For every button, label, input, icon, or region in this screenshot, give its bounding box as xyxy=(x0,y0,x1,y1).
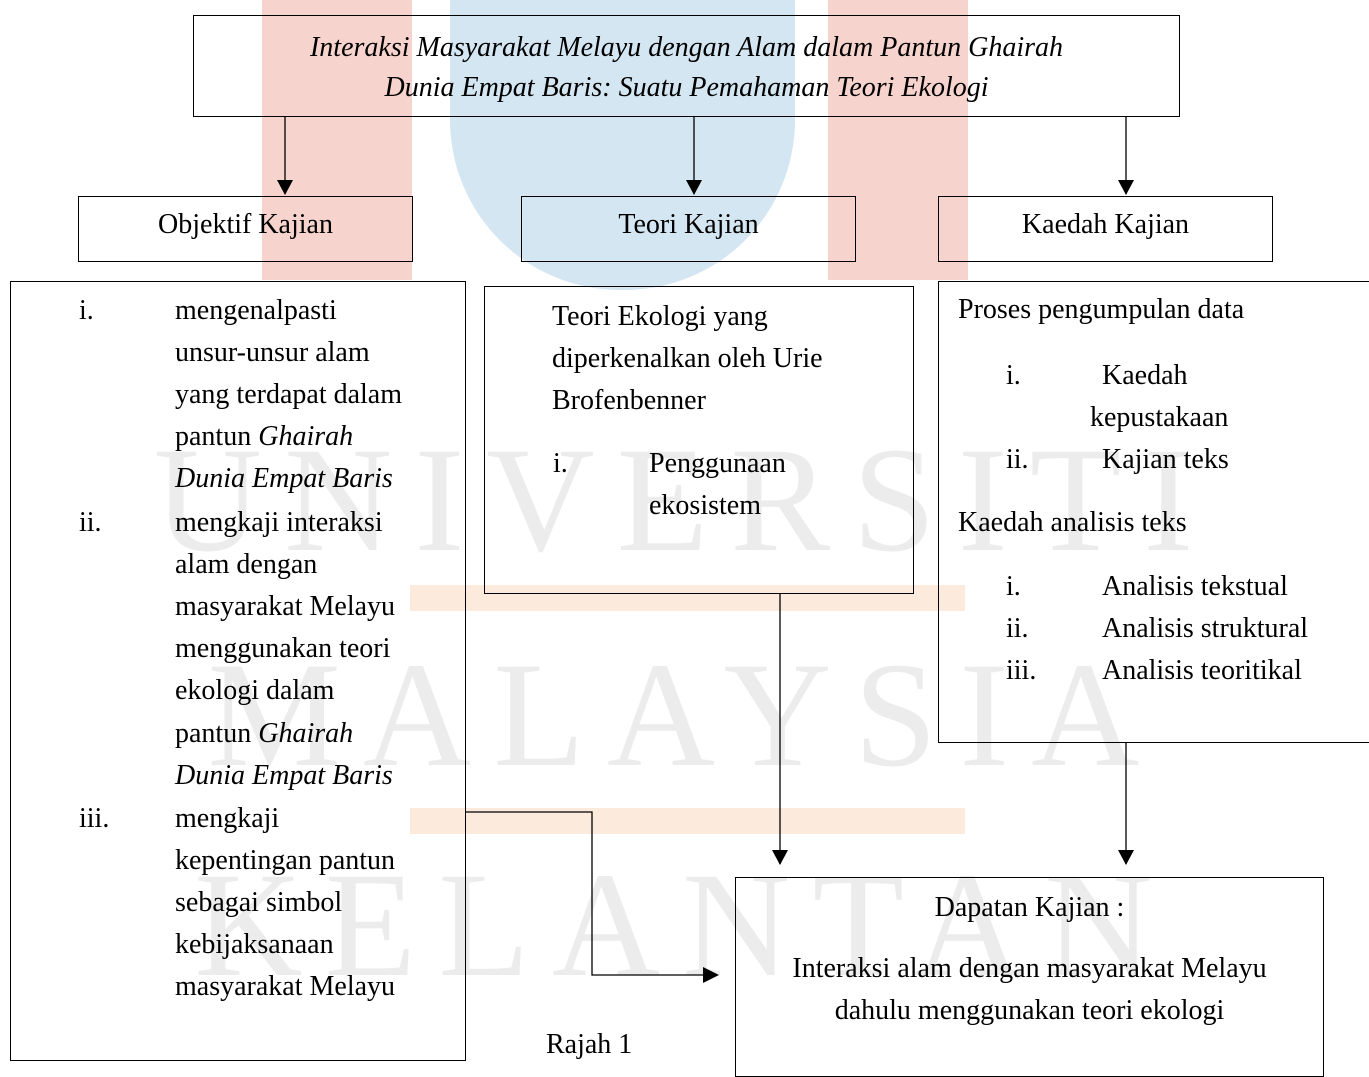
objektif-item-3-line-3: sebagai simbol xyxy=(175,887,343,918)
title-box: Interaksi Masyarakat Melayu dengan Alam … xyxy=(193,15,1180,117)
objektif-item-3-line-2: kepentingan pantun xyxy=(175,845,396,876)
figure-caption: Rajah 1 xyxy=(546,1029,633,1060)
objektif-item-3-line-5: masyarakat Melayu xyxy=(175,971,396,1002)
kaedah-s2-item-1-num: i. xyxy=(1006,571,1021,602)
objektif-item-2-pre: pantun xyxy=(175,718,259,749)
teori-line-2: diperkenalkan oleh Urie xyxy=(552,343,823,374)
objektif-item-2-line-1: mengkaji interaksi xyxy=(175,507,383,538)
dapatan-heading: Dapatan Kajian : xyxy=(934,892,1125,923)
objektif-item-3-line-1: mengkaji xyxy=(175,803,280,834)
title-line-2: Dunia Empat Baris: Suatu Pemahaman Teori… xyxy=(384,72,989,103)
teori-line-3: Brofenbenner xyxy=(552,385,706,416)
kaedah-s2-item-3-num: iii. xyxy=(1006,655,1037,686)
objektif-header-label: Objektif Kajian xyxy=(158,209,333,240)
objektif-item-2-num: ii. xyxy=(79,507,102,538)
kaedah-header-box: Kaedah Kajian xyxy=(938,196,1273,262)
teori-content-box xyxy=(484,286,914,594)
objektif-item-1-line-1: mengenalpasti xyxy=(175,295,337,326)
arrow-objektif-to-dapatan xyxy=(465,811,716,976)
kaedah-section-2: Kaedah analisis teks xyxy=(958,507,1187,538)
watermark-word-2: MALAYSIA xyxy=(207,632,1162,798)
kaedah-header-label: Kaedah Kajian xyxy=(1021,209,1190,240)
kaedah-s1-item-1-num: i. xyxy=(1006,360,1021,391)
kaedah-s1-item-2-line-1: Kajian teks xyxy=(1102,444,1229,475)
objektif-item-1-ital-1: Ghairah xyxy=(258,421,354,452)
kaedah-s1-item-1-line-2: kepustakaan xyxy=(1090,402,1229,433)
objektif-item-1-line-3: yang terdapat dalam xyxy=(175,379,403,410)
objektif-item-2-line-2: alam dengan xyxy=(175,549,318,580)
title-line-1: Interaksi Masyarakat Melayu dengan Alam … xyxy=(309,32,1064,63)
teori-line-1: Teori Ekologi yang xyxy=(552,301,768,332)
objektif-item-1-line-5: Dunia Empat Baris xyxy=(175,463,393,494)
kaedah-s1-item-1-line-1: Kaedah xyxy=(1102,360,1188,391)
objektif-item-2-line-7: Dunia Empat Baris xyxy=(175,760,393,791)
objektif-item-2-line-3: masyarakat Melayu xyxy=(175,591,396,622)
kaedah-s2-item-2-num: ii. xyxy=(1006,613,1029,644)
dapatan-line-2: dahulu menggunakan teori ekologi xyxy=(834,995,1225,1026)
kaedah-s2-item-1-text: Analisis tekstual xyxy=(1102,571,1288,602)
watermark-red-shape-right xyxy=(828,0,968,280)
dapatan-line-1: Interaksi alam dengan masyarakat Melayu xyxy=(792,953,1267,984)
objektif-item-1-line-4: pantun Ghairah xyxy=(175,416,353,458)
objektif-item-2-line-6: pantun Ghairah xyxy=(175,713,353,755)
title-text: Interaksi Masyarakat Melayu dengan Alam … xyxy=(194,28,1179,108)
objektif-item-2-line-4: menggunakan teori xyxy=(175,633,391,664)
teori-item-line-2: ekosistem xyxy=(649,490,761,521)
objektif-item-2-line-5: ekologi dalam xyxy=(175,675,335,706)
kaedah-s1-item-2-num: ii. xyxy=(1006,444,1029,475)
objektif-item-1-num: i. xyxy=(79,295,94,326)
connector-lines xyxy=(277,116,1134,983)
objektif-item-1-pre: pantun xyxy=(175,421,259,452)
objektif-item-3-line-4: kebijaksanaan xyxy=(175,929,334,960)
teori-item-num: i. xyxy=(553,448,568,479)
watermark-red-shape xyxy=(262,0,412,280)
kaedah-section-1: Proses pengumpulan data xyxy=(958,294,1245,325)
watermark-orange-bar-top xyxy=(410,585,965,611)
watermark-blue-shape xyxy=(450,0,795,290)
teori-item-line-1: Penggunaan xyxy=(649,448,786,479)
kaedah-content-box xyxy=(938,281,1369,743)
teori-header-box: Teori Kajian xyxy=(521,196,856,262)
objektif-item-2-ital-1: Ghairah xyxy=(258,718,354,749)
kaedah-s2-item-3-text: Analisis teoritikal xyxy=(1102,655,1302,686)
watermark-word-1: UNIVERSITI xyxy=(153,417,1216,583)
teori-header-label: Teori Kajian xyxy=(618,209,759,240)
objektif-item-3-num: iii. xyxy=(79,803,110,834)
objektif-header-box: Objektif Kajian xyxy=(78,196,413,262)
objektif-item-1-line-2: unsur-unsur alam xyxy=(175,337,370,368)
kaedah-s2-item-2-text: Analisis struktural xyxy=(1102,613,1309,644)
